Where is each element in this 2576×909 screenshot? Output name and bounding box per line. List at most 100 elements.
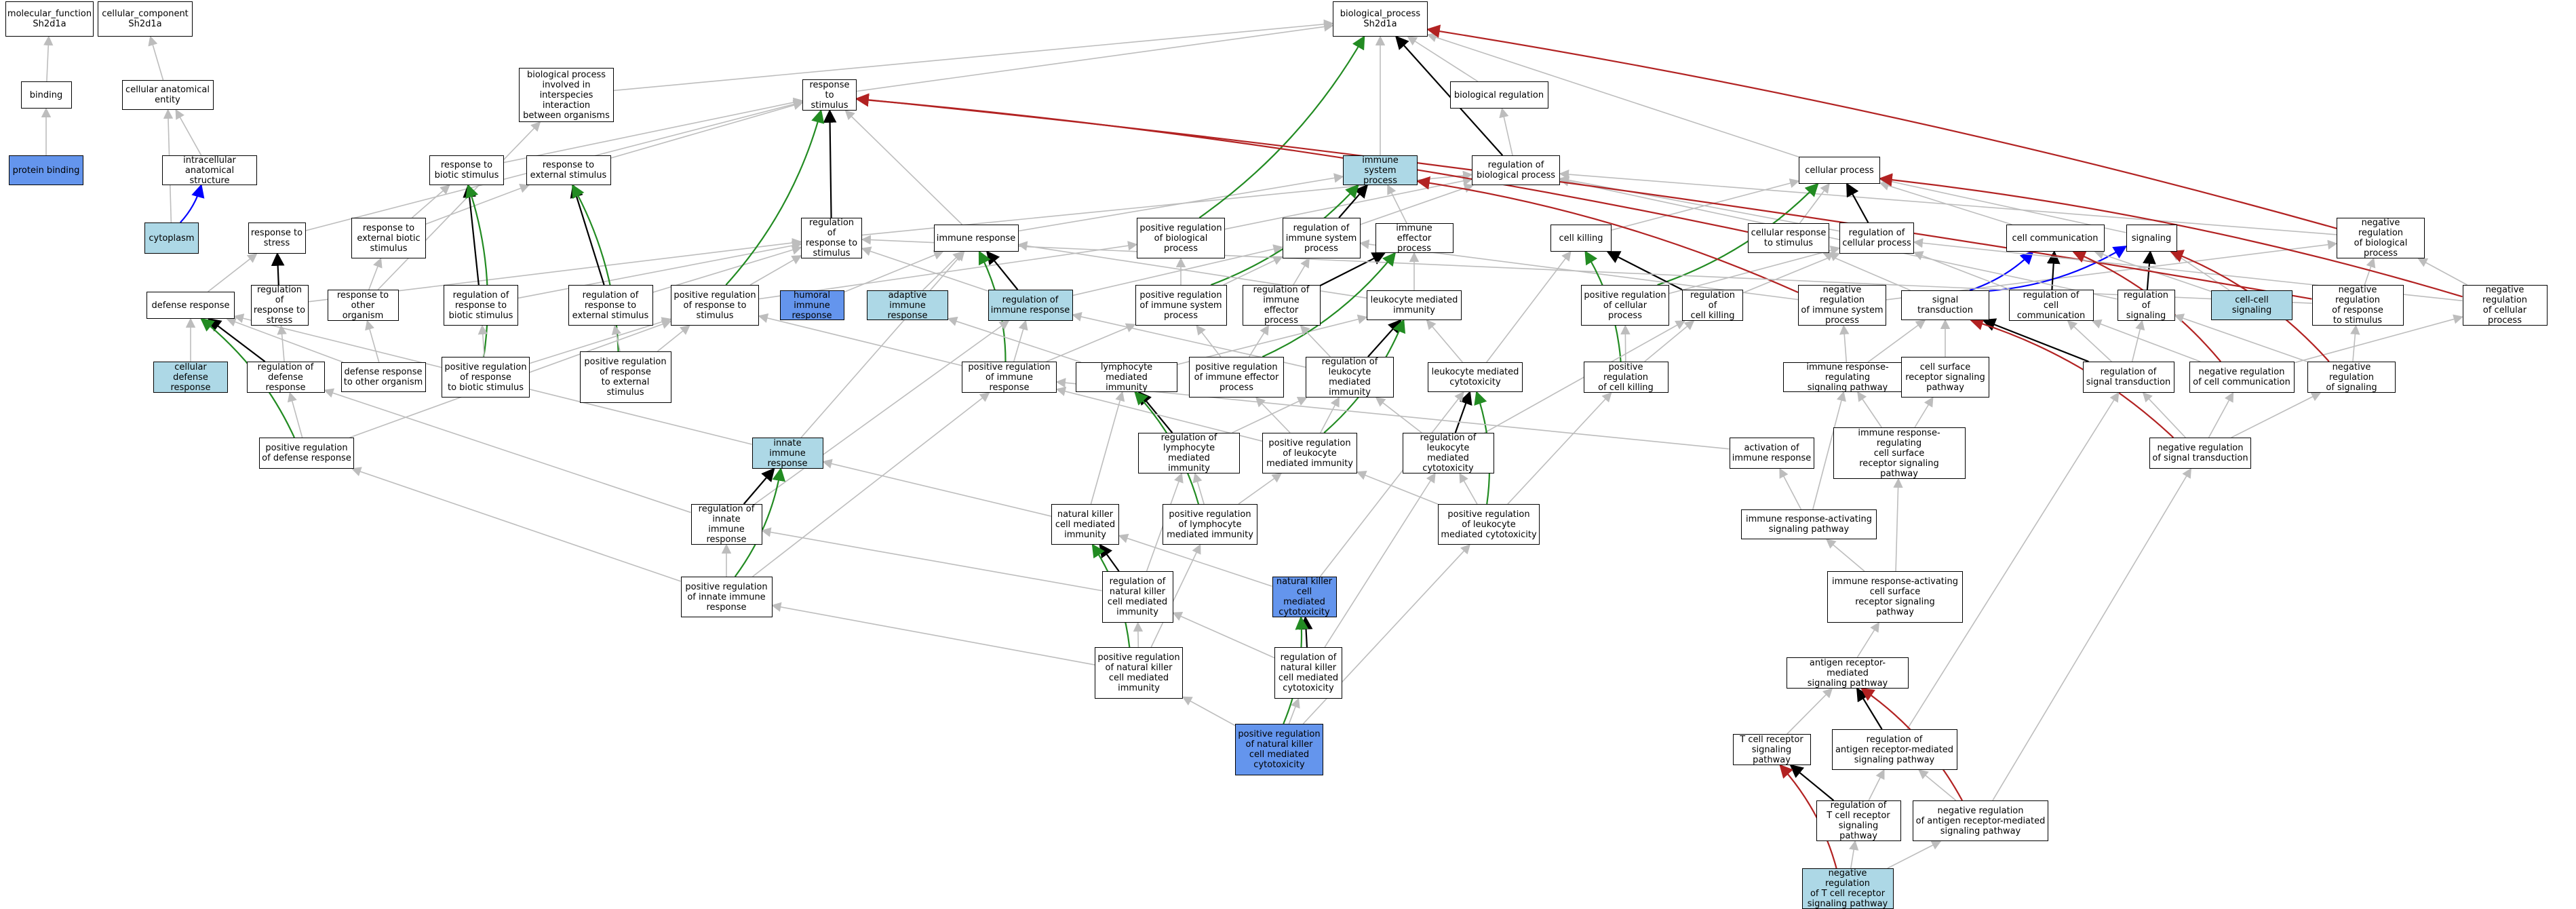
term-node-binding[interactable]: binding bbox=[20, 81, 72, 109]
edge-is_a-posregcellkill-to-posregcp bbox=[1620, 324, 1631, 362]
term-node-humoral[interactable]: humoral immune response bbox=[779, 290, 844, 321]
term-node-regrtbs[interactable]: regulation of response to biotic stimulu… bbox=[444, 285, 518, 326]
term-node-nkmc[interactable]: natural killer cell mediated cytotoxicit… bbox=[1272, 577, 1337, 617]
term-node-posregisp[interactable]: positive regulation of immune system pro… bbox=[1135, 285, 1227, 326]
term-node-irrcsrsp[interactable]: immune response-regulating cell surface … bbox=[1833, 427, 1966, 479]
term-node-actimm[interactable]: activation of immune response bbox=[1729, 438, 1814, 469]
term-node-posregrtbs[interactable]: positive regulation of response to bioti… bbox=[442, 357, 530, 398]
term-node-sigtrans[interactable]: signal transduction bbox=[1901, 290, 1989, 320]
term-node-posregcellkill[interactable]: positive regulation of cell killing bbox=[1583, 362, 1668, 393]
term-node-regcellkill[interactable]: regulation of cell killing bbox=[1682, 290, 1743, 321]
term-node-defrtorg[interactable]: defense response to other organism bbox=[340, 362, 426, 392]
term-node-bp[interactable]: biological_process Sh2d1a bbox=[1333, 1, 1428, 37]
term-node-rts[interactable]: response to stimulus bbox=[802, 79, 857, 111]
term-node-posreglymi[interactable]: positive regulation of lymphocyte mediat… bbox=[1163, 504, 1257, 545]
term-node-protbind[interactable]: protein binding bbox=[9, 155, 83, 185]
term-node-regsig[interactable]: regulation of signaling bbox=[2117, 290, 2175, 321]
term-node-posregrts[interactable]: positive regulation of response to stimu… bbox=[671, 285, 759, 326]
term-node-regrtstress[interactable]: regulation of response to stress bbox=[250, 285, 309, 326]
term-node-reginnate[interactable]: regulation of innate immune response bbox=[690, 504, 762, 545]
term-node-posreginnate[interactable]: positive regulation of innate immune res… bbox=[680, 577, 773, 617]
term-node-posregimmresp[interactable]: positive regulation of immune response bbox=[962, 362, 1057, 393]
term-node-tcrsp[interactable]: T cell receptor signaling pathway bbox=[1732, 734, 1811, 765]
term-node-posregdefresp[interactable]: positive regulation of defense response bbox=[259, 438, 354, 469]
term-node-reglmi[interactable]: regulation of leukocyte mediated immunit… bbox=[1306, 357, 1394, 398]
term-node-crts[interactable]: cellular response to stimulus bbox=[1748, 223, 1829, 253]
term-node-posregrtes[interactable]: positive regulation of response to exter… bbox=[579, 351, 671, 403]
term-node-regtcrsp[interactable]: regulation of T cell receptor signaling … bbox=[1816, 800, 1901, 841]
term-node-rtebs[interactable]: response to external biotic stimulus bbox=[351, 218, 426, 258]
term-node-posregnkmi[interactable]: positive regulation of natural killer ce… bbox=[1095, 647, 1183, 699]
term-node-rtstress[interactable]: response to stress bbox=[248, 223, 306, 254]
term-node-cellcomm[interactable]: cell communication bbox=[2006, 225, 2105, 252]
term-node-lymi[interactable]: lymphocyte mediated immunity bbox=[1076, 362, 1177, 393]
term-node-regbp[interactable]: regulation of biological process bbox=[1472, 155, 1560, 185]
term-node-regrts[interactable]: regulation of response to stimulus bbox=[801, 218, 862, 258]
edge-is_a-lmc-to-lmi bbox=[1426, 319, 1463, 363]
term-node-posreglmi[interactable]: positive regulation of leukocyte mediate… bbox=[1262, 433, 1357, 473]
term-node-adaptive[interactable]: adaptive immune response bbox=[867, 290, 948, 321]
term-node-innate[interactable]: innate immune response bbox=[752, 438, 823, 469]
term-node-irrsp[interactable]: immune response-regulating signaling pat… bbox=[1783, 362, 1912, 393]
term-node-celldef[interactable]: cellular defense response bbox=[153, 362, 228, 393]
term-node-regisp[interactable]: regulation of immune system process bbox=[1282, 218, 1361, 258]
term-node-cellproc[interactable]: cellular process bbox=[1799, 157, 1880, 184]
edge-is_a-rtorg-to-bpinter bbox=[377, 121, 541, 290]
term-node-armsp[interactable]: antigen receptor-mediated signaling path… bbox=[1787, 657, 1909, 689]
edge-neg-negregsigtrans-to-sigtrans bbox=[1970, 317, 2174, 438]
term-node-cellkill[interactable]: cell killing bbox=[1550, 225, 1612, 252]
term-node-posregbp[interactable]: positive regulation of biological proces… bbox=[1137, 218, 1225, 258]
term-node-regsigtrans[interactable]: regulation of signal transduction bbox=[2082, 362, 2174, 393]
term-node-iracsrsp[interactable]: immune response-activating cell surface … bbox=[1827, 571, 1963, 623]
term-node-ias[interactable]: intracellular anatomical structure bbox=[162, 155, 257, 186]
term-node-mf[interactable]: molecular_function Sh2d1a bbox=[5, 1, 94, 37]
term-node-nkmi[interactable]: natural killer cell mediated immunity bbox=[1051, 504, 1119, 545]
term-node-posregieffp[interactable]: positive regulation of immune effector p… bbox=[1189, 357, 1284, 398]
term-node-bpinter[interactable]: biological process involved in interspec… bbox=[519, 68, 614, 122]
term-node-defresp[interactable]: defense response bbox=[147, 292, 235, 319]
term-node-regnkmc[interactable]: regulation of natural killer cell mediat… bbox=[1274, 647, 1342, 699]
term-node-signaling[interactable]: signaling bbox=[2126, 225, 2177, 252]
term-node-negregisp[interactable]: negative regulation of immune system pro… bbox=[1798, 285, 1886, 326]
term-node-negregrts[interactable]: negative regulation of response to stimu… bbox=[2311, 285, 2404, 326]
term-node-rtorg[interactable]: response to other organism bbox=[327, 290, 399, 321]
term-node-regnkmi[interactable]: regulation of natural killer cell mediat… bbox=[1101, 571, 1173, 623]
term-node-regdefresp[interactable]: regulation of defense response bbox=[246, 362, 325, 393]
term-node-posreglmc[interactable]: positive regulation of leukocyte mediate… bbox=[1438, 504, 1540, 545]
edge-is_a-posregdefresp-to-regdefresp bbox=[287, 391, 303, 438]
term-node-regieffp[interactable]: regulation of immune effector process bbox=[1242, 285, 1321, 326]
term-node-posregnkmc[interactable]: positive regulation of natural killer ce… bbox=[1235, 724, 1323, 775]
term-node-immresp[interactable]: immune response bbox=[933, 225, 1019, 252]
term-node-negregtcrsp[interactable]: negative regulation of T cell receptor s… bbox=[1801, 868, 1894, 909]
term-node-ieffp[interactable]: immune effector process bbox=[1375, 223, 1453, 254]
term-node-rtes[interactable]: response to external stimulus bbox=[526, 155, 611, 185]
term-node-regcp[interactable]: regulation of cellular process bbox=[1839, 223, 1914, 254]
term-node-negregbp[interactable]: negative regulation of biological proces… bbox=[2337, 218, 2425, 258]
term-node-cytoplasm[interactable]: cytoplasm bbox=[144, 223, 199, 254]
term-node-cc[interactable]: cellular_component Sh2d1a bbox=[98, 1, 193, 37]
term-node-lmc[interactable]: leukocyte mediated cytotoxicity bbox=[1428, 362, 1523, 392]
term-node-lmi[interactable]: leukocyte mediated immunity bbox=[1367, 290, 1462, 320]
term-node-rtbs[interactable]: response to biotic stimulus bbox=[429, 155, 504, 185]
term-node-regrtes[interactable]: regulation of response to external stimu… bbox=[568, 285, 653, 326]
term-node-negregcellcomm[interactable]: negative regulation of cell communicatio… bbox=[2189, 362, 2295, 393]
term-node-negregsig[interactable]: negative regulation of signaling bbox=[2307, 362, 2396, 393]
term-node-regarmsp[interactable]: regulation of antigen receptor-mediated … bbox=[1831, 729, 1957, 770]
term-node-cellsig[interactable]: cell-cell signaling bbox=[2211, 290, 2292, 320]
term-node-regcellcomm[interactable]: regulation of cell communication bbox=[2008, 290, 2094, 321]
term-node-isp[interactable]: immune system process bbox=[1343, 155, 1418, 186]
edge-is_a-negregtcrsp-to-negregarmsp bbox=[1887, 840, 1942, 869]
term-node-regimmresp[interactable]: regulation of immune response bbox=[988, 290, 1073, 321]
term-node-reglymi[interactable]: regulation of lymphocyte mediated immuni… bbox=[1138, 433, 1240, 473]
term-node-negregarmsp[interactable]: negative regulation of antigen receptor-… bbox=[1913, 800, 2048, 841]
term-node-cae[interactable]: cellular anatomical entity bbox=[121, 80, 214, 110]
term-node-bioreg[interactable]: biological regulation bbox=[1449, 81, 1548, 109]
term-node-csrsp[interactable]: cell surface receptor signaling pathway bbox=[1901, 357, 1989, 398]
term-node-negregcp[interactable]: negative regulation of cellular process bbox=[2462, 285, 2548, 326]
term-node-irasp[interactable]: immune response-activating signaling pat… bbox=[1741, 509, 1877, 539]
edge-is_a-negregsig-to-regsig bbox=[2174, 313, 2308, 363]
term-node-negregsigtrans[interactable]: negative regulation of signal transducti… bbox=[2149, 438, 2251, 469]
term-node-reglmc[interactable]: regulation of leukocyte mediated cytotox… bbox=[1402, 433, 1494, 473]
term-node-posregcp[interactable]: positive regulation of cellular process bbox=[1581, 285, 1669, 326]
edge-is_a-posregrts-to-regrts bbox=[749, 255, 802, 286]
